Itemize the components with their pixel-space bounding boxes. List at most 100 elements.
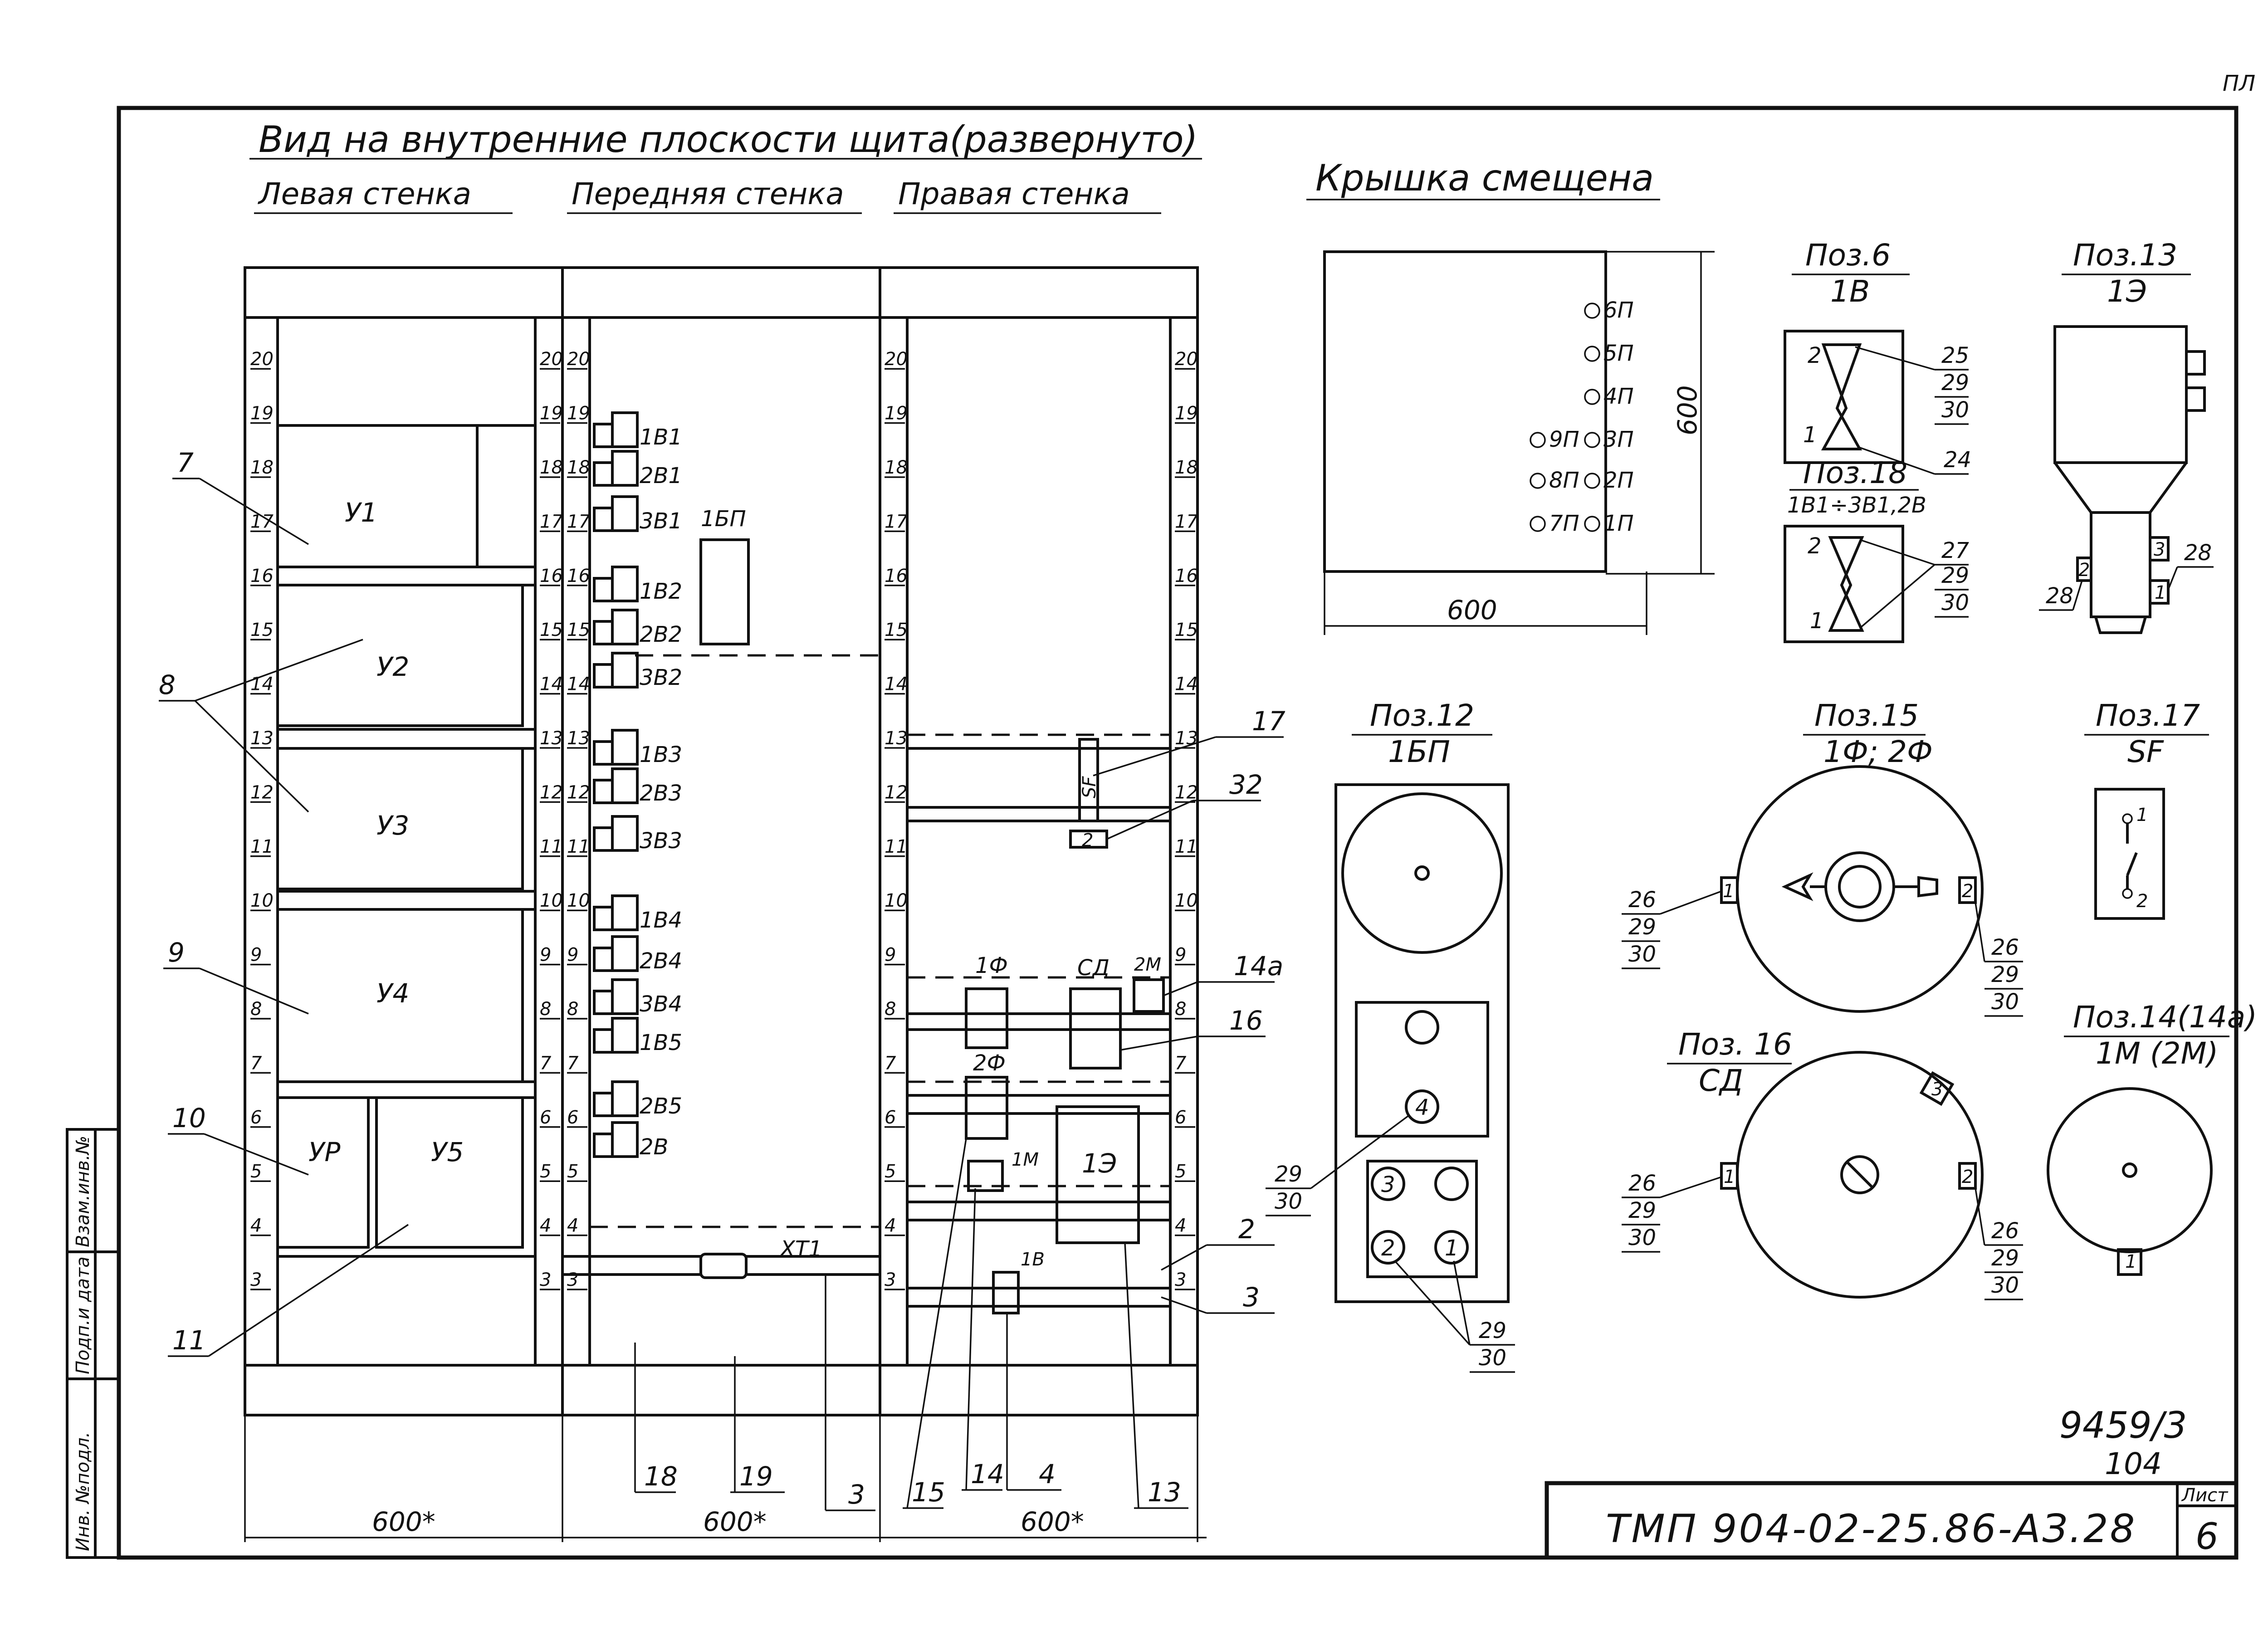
scale-mark-18: 18 [885, 457, 908, 478]
detail-poz13: Поз.13 1Э 2 3 1 28 28 [2039, 238, 2214, 634]
switch-3В3: 3В3 [593, 815, 682, 854]
switch-2В1: 2В1 [593, 450, 682, 488]
scale-mark-3: 3 [1175, 1270, 1186, 1290]
svg-text:1: 1 [2136, 805, 2148, 825]
switch-3В1: 3В1 [593, 495, 682, 534]
lamp-label: 1П [1603, 511, 1634, 536]
switch-2В2: 2В2 [593, 609, 682, 647]
svg-text:1В: 1В [1830, 274, 1870, 309]
svg-text:Поз.18: Поз.18 [1803, 455, 1907, 490]
scale-mark-14: 14 [540, 674, 563, 695]
scale-mark-3: 3 [885, 1270, 896, 1290]
front-wall-switches: 1В12В13В11В22В23В21В32В33В31В42В43В41В52… [593, 411, 682, 1160]
switch-label: 1В4 [640, 908, 682, 933]
archive-number: 9459/3 [2059, 1404, 2187, 1446]
scale-mark-10: 10 [885, 890, 908, 911]
svg-text:1Э: 1Э [2107, 274, 2147, 309]
scale-mark-4: 4 [540, 1216, 551, 1236]
scale-mark-12: 12 [885, 782, 908, 803]
lamp-4П: 4П [1584, 384, 1634, 409]
switch-label: 1В2 [640, 579, 682, 604]
right-label-1f: 1Ф [975, 953, 1008, 978]
svg-text:28: 28 [2184, 540, 2212, 566]
svg-text:1: 1 [1723, 881, 1734, 902]
scale-mark-5: 5 [1175, 1161, 1186, 1182]
svg-text:1: 1 [1803, 422, 1817, 448]
scale-mark-5: 5 [250, 1161, 262, 1182]
switch-1В2: 1В2 [593, 566, 682, 604]
right-label-1m: 1М [1012, 1149, 1039, 1170]
wall-heading-right: Правая стенка [898, 176, 1130, 211]
scale-mark-11: 11 [1175, 836, 1198, 857]
detail-poz17: Поз.17 SF 1 2 [2084, 698, 2209, 920]
stamp-sign-date: Подп.и дата [73, 1256, 93, 1374]
lamp-5П: 5П [1584, 341, 1634, 366]
switch-1В1: 1В1 [593, 411, 682, 450]
scale-mark-4: 4 [567, 1216, 578, 1236]
scale-mark-15: 15 [885, 620, 908, 640]
svg-text:30: 30 [1628, 942, 1656, 967]
right-wall-callouts: 17 32 14а 16 2 3 15 14 4 13 [903, 706, 1286, 1509]
front-wall-devices: 1БП XT1 18 19 3 [562, 506, 880, 1511]
svg-text:24: 24 [1944, 447, 1971, 473]
scale-mark-16: 16 [1175, 566, 1198, 586]
unit-u4: У4 [376, 978, 409, 1009]
svg-text:30: 30 [1628, 1225, 1656, 1250]
scale-mark-3: 3 [540, 1270, 551, 1290]
svg-text:4: 4 [1415, 1095, 1429, 1120]
svg-text:29: 29 [1479, 1318, 1506, 1343]
switch-label: 3В1 [640, 508, 682, 534]
sheet-label: Лист [2181, 1485, 2229, 1506]
unit-ur: УР [308, 1137, 340, 1167]
stamp-column: Инв. №подл. Подп.и дата Взам.инв.№ [66, 1128, 120, 1559]
detail-poz14: Поз.14(14а) 1М (2М) 1 [2047, 1000, 2257, 1276]
lid-dim-height: 600 [1672, 385, 1703, 435]
lamp-1П: 1П [1584, 511, 1634, 536]
switch-2В5: 2В5 [593, 1080, 682, 1119]
scale-mark-15: 15 [540, 620, 563, 640]
lamp-3П: 3П [1584, 427, 1634, 452]
page-title: Вид на внутренние плоскости щита(разверн… [259, 118, 1198, 161]
svg-text:3: 3 [1243, 1282, 1260, 1313]
lamp-label: 3П [1603, 427, 1634, 452]
svg-text:28: 28 [2046, 583, 2073, 609]
dim-left-wall: 600* [372, 1506, 435, 1537]
drawing-code: ТМП 904-02-25.86-АЗ.28 [1606, 1506, 2136, 1552]
scale-mark-13: 13 [540, 728, 563, 749]
scale-mark-6: 6 [250, 1107, 262, 1128]
lid-view: Крышка смещена 600 600 [1306, 157, 1715, 635]
lamp-6П: 6П [1584, 298, 1634, 323]
scale-mark-15: 15 [250, 620, 274, 640]
svg-text:14а: 14а [1234, 951, 1283, 982]
scale-mark-15: 15 [1175, 620, 1198, 640]
svg-text:1М (2М): 1М (2М) [2096, 1036, 2218, 1071]
scale-mark-7: 7 [1175, 1053, 1187, 1074]
scale-mark-10: 10 [540, 890, 563, 911]
svg-text:14: 14 [971, 1459, 1004, 1489]
lamp-label: 9П [1549, 427, 1579, 452]
stamp-replace-inv: Взам.инв.№ [73, 1136, 93, 1247]
scale-mark-17: 17 [540, 511, 563, 532]
svg-text:Поз.13: Поз.13 [2073, 238, 2177, 273]
scale-mark-9: 9 [1175, 945, 1186, 966]
block-1bp: 1БП [701, 506, 746, 532]
unit-u2: У2 [376, 651, 409, 682]
svg-text:29: 29 [1941, 370, 1969, 396]
lamp-label: 5П [1603, 341, 1634, 366]
svg-text:19: 19 [739, 1461, 773, 1492]
lamp-label: 7П [1549, 511, 1579, 536]
scale-mark-16: 16 [540, 566, 563, 586]
corner-mark: ПЛ [2223, 71, 2255, 96]
svg-text:2: 2 [1808, 533, 1822, 559]
lamp-7П: 7П [1530, 511, 1579, 536]
scale-mark-4: 4 [885, 1216, 896, 1236]
switch-label: 1В3 [640, 742, 682, 767]
lamp-label: 8П [1549, 468, 1579, 493]
svg-text:Поз.17: Поз.17 [2096, 698, 2200, 733]
svg-text:27: 27 [1941, 538, 1970, 563]
scale-mark-6: 6 [885, 1107, 896, 1128]
scale-mark-11: 11 [540, 836, 563, 857]
